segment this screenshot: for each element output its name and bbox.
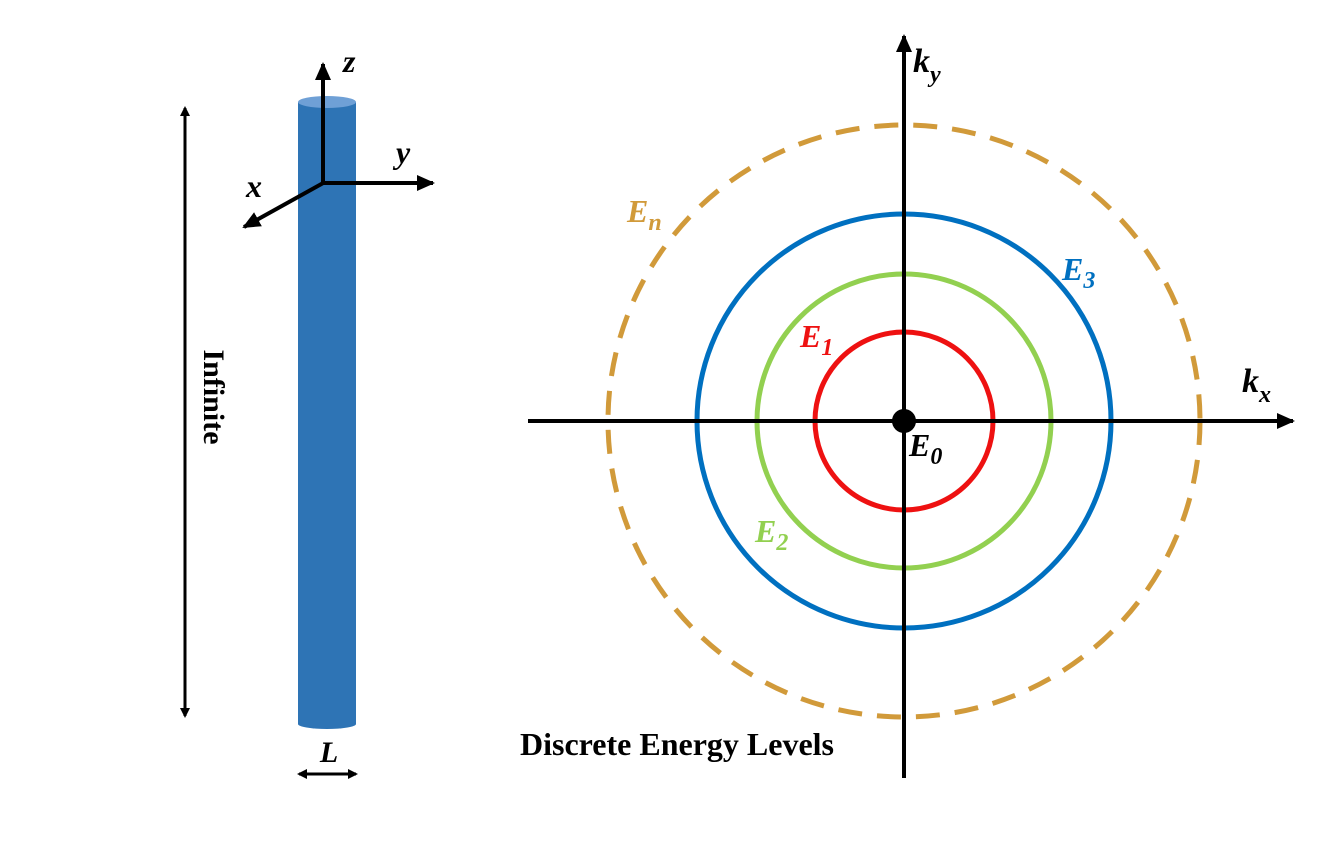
z-axis-label: z: [342, 43, 356, 79]
kspace-panel: ky kx E0 E1 E2 E3 En Discrete Energy Lev…: [520, 34, 1295, 778]
x-axis-label: x: [245, 168, 262, 204]
nanowire-top-cap: [298, 96, 356, 108]
coordinate-axes: z y x: [242, 43, 435, 229]
en-label: En: [626, 193, 662, 236]
x-axis-arrow: [242, 180, 326, 229]
level-e0-dot: [892, 409, 916, 433]
width-label: L: [319, 736, 338, 769]
nanowire-body: [298, 102, 356, 724]
y-axis-label: y: [392, 134, 411, 170]
wire-panel: Infinite z y x L: [180, 43, 435, 779]
e1-label: E1: [799, 318, 833, 361]
e3-label: E3: [1061, 251, 1095, 294]
kspace-caption: Discrete Energy Levels: [520, 726, 834, 762]
e0-label: E0: [908, 427, 942, 470]
infinite-label: Infinite: [197, 349, 230, 444]
ky-label: ky: [913, 43, 941, 88]
nanowire-bottom-cap: [298, 719, 356, 729]
kx-label: kx: [1242, 363, 1271, 408]
e2-label: E2: [754, 513, 788, 556]
